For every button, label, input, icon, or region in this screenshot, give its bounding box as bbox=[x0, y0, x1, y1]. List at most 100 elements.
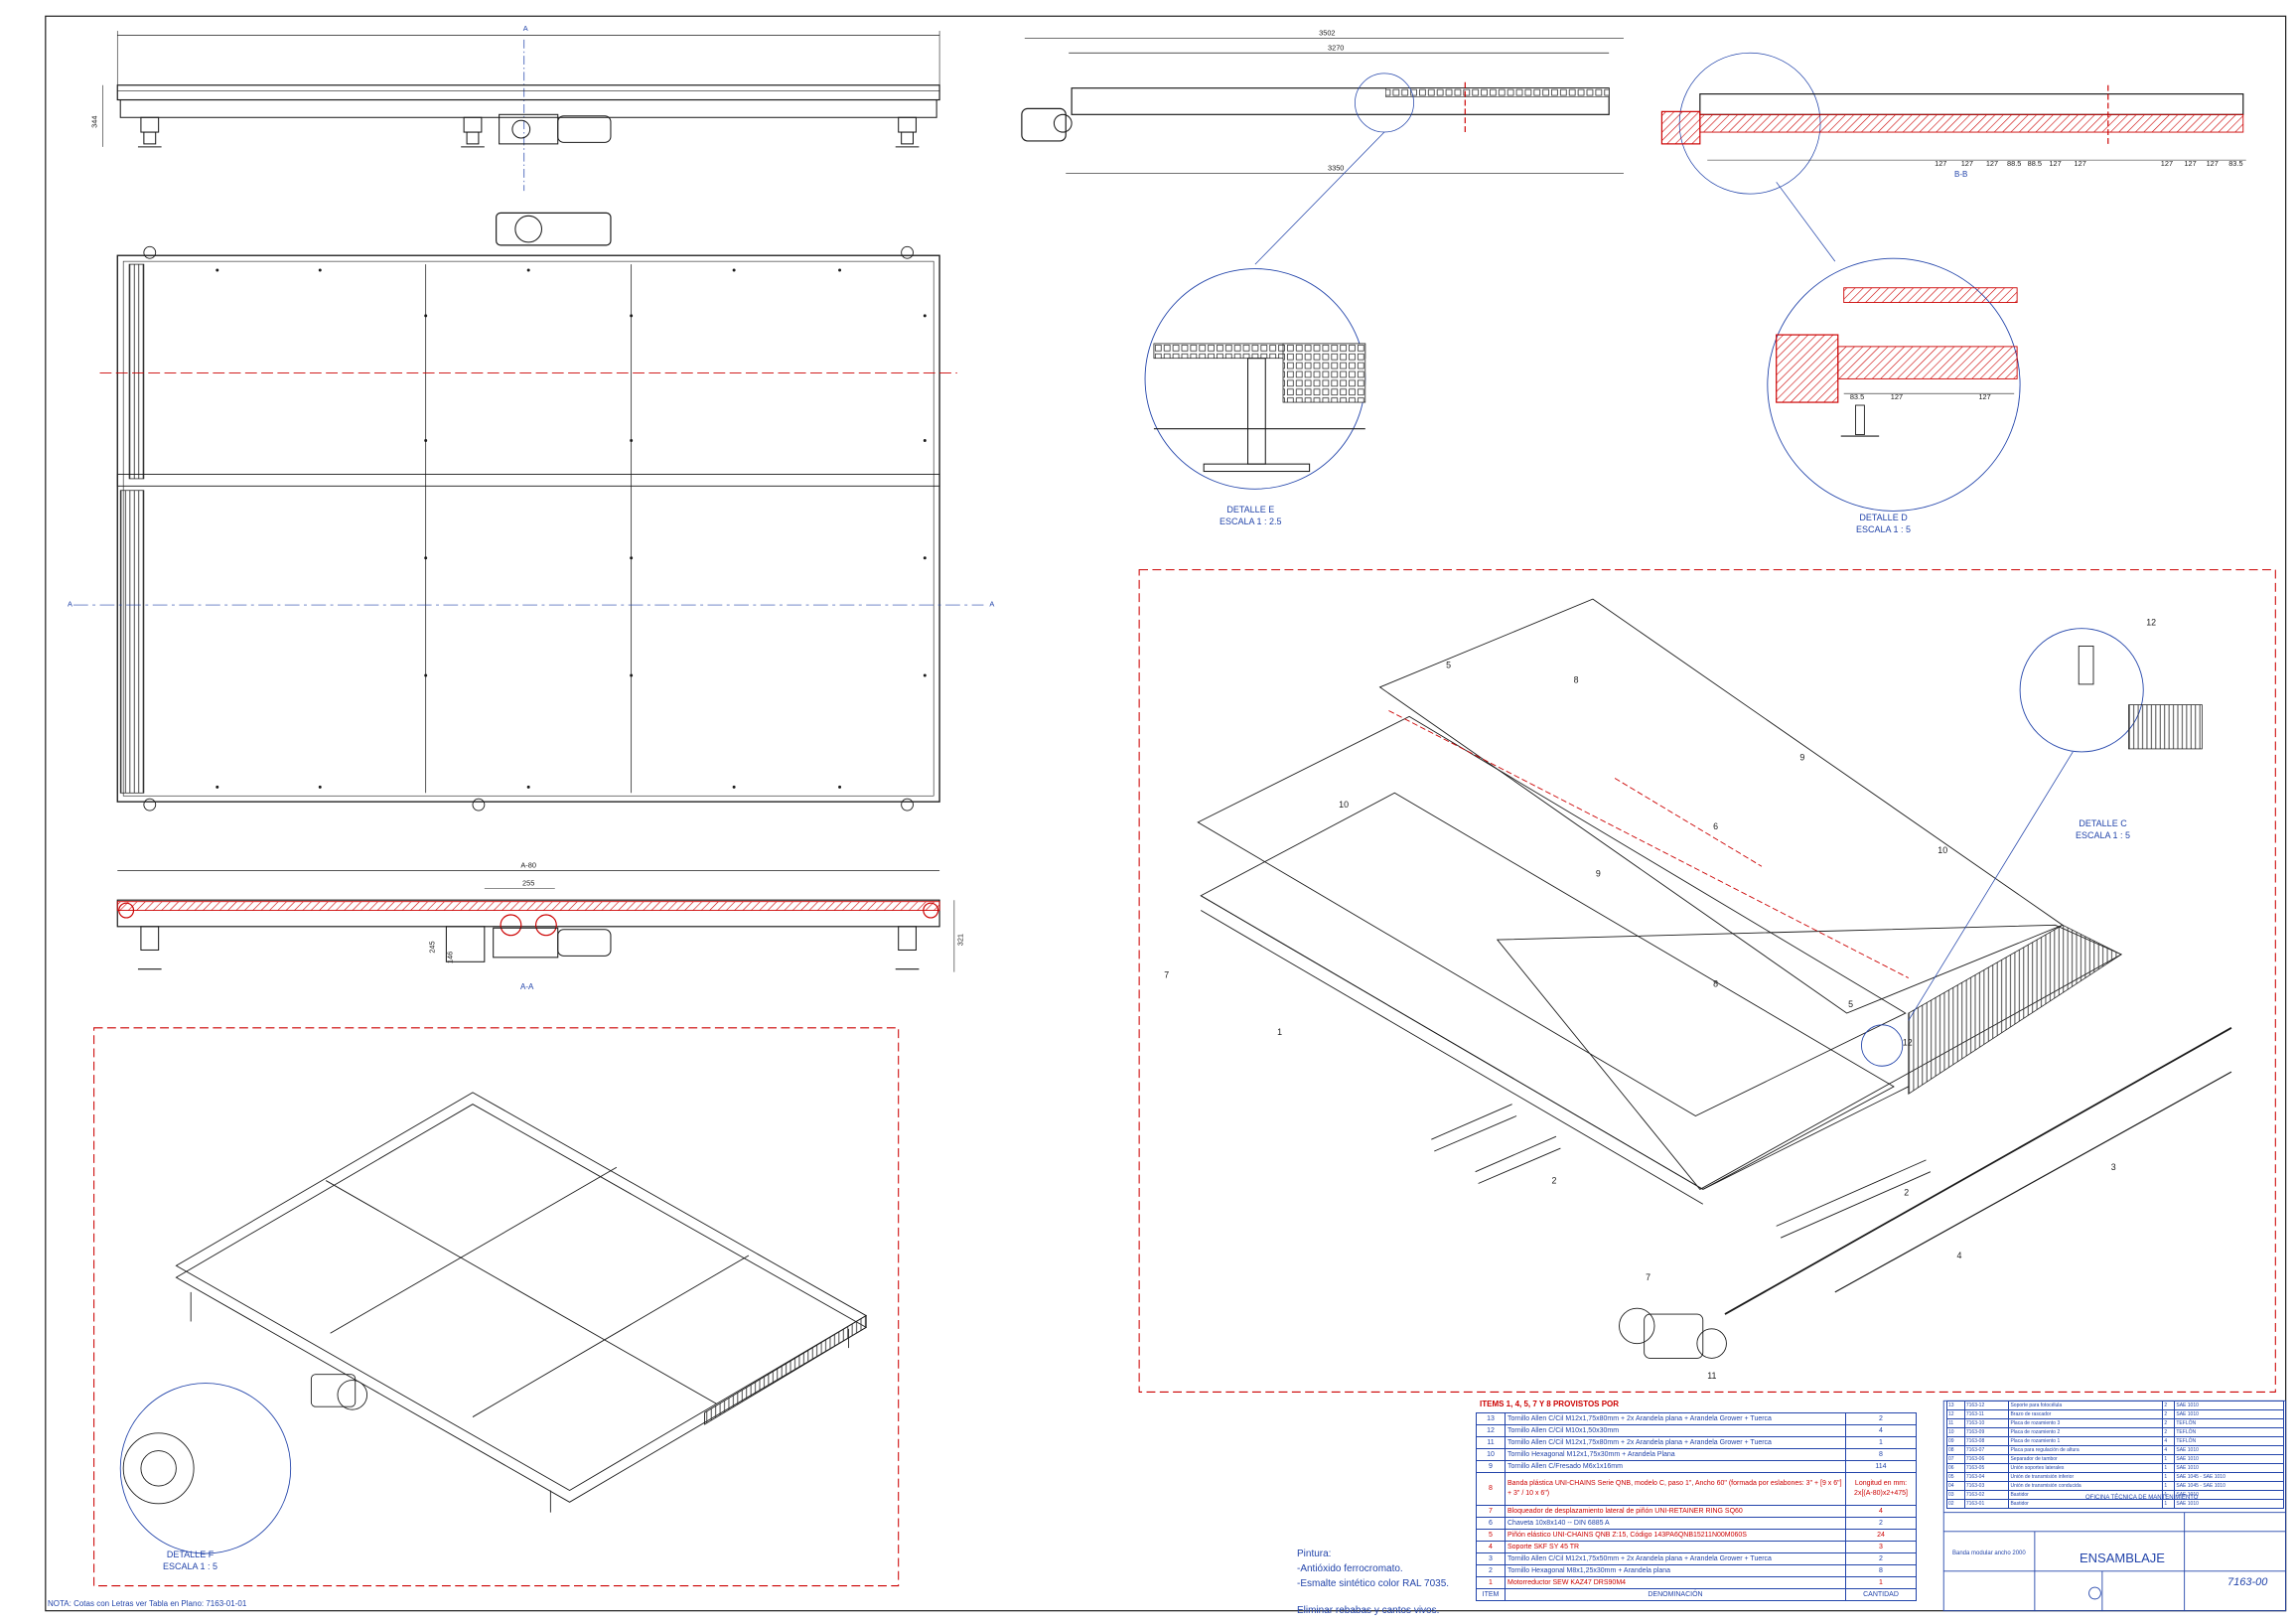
bom-cell-desc: Tornillo Allen C/Cil M10x1,50x30mm bbox=[1505, 1424, 1846, 1437]
balloon-6: 6 bbox=[1713, 821, 1718, 831]
bom-cell-desc: Soporte SKF SY 45 TR bbox=[1505, 1541, 1846, 1553]
parts-cell: SAE 1010 bbox=[2174, 1499, 2284, 1509]
parts-cell: 1 bbox=[2162, 1481, 2176, 1491]
part-balloons: 1 2 2 3 4 5 5 6 7 7 8 8 9 9 10 10 11 12 … bbox=[1164, 618, 2156, 1381]
bom-cell-qty: Longitud en mm: 2x[(A-80)x2+475] bbox=[1845, 1472, 1917, 1506]
parts-cell: 2 bbox=[2162, 1409, 2176, 1419]
bom-cell-qty: 8 bbox=[1845, 1564, 1917, 1577]
bom-cell-qty: 2 bbox=[1845, 1412, 1917, 1425]
parts-cell: Unión de transmisión conducida bbox=[2008, 1481, 2164, 1491]
title-description: Banda modular ancho 2000 bbox=[1952, 1550, 2026, 1556]
drawing-title: ENSAMBLAJE bbox=[2080, 1550, 2165, 1565]
bom-cell-desc: Tornillo Allen C/Fresado M6x1x16mm bbox=[1505, 1460, 1846, 1473]
dim-3270: 3270 bbox=[1328, 43, 1344, 52]
parts-cell: 4 bbox=[2162, 1445, 2176, 1455]
parts-cell: SAE 1010 bbox=[2174, 1463, 2284, 1473]
bom-cell-qty: 1 bbox=[1845, 1576, 1917, 1589]
bom-cell-item: 9 bbox=[1476, 1460, 1506, 1473]
title-office: OFICINA TÉCNICA DE MANTENIMIENTO bbox=[2085, 1495, 2199, 1501]
parts-cell: 7163-05 bbox=[1963, 1463, 2010, 1473]
parts-cell: 7163-06 bbox=[1963, 1454, 2010, 1464]
parts-cell: 08 bbox=[1946, 1445, 1965, 1455]
bom-cell-desc: Motorreductor SEW KAZ47 DRS90M4 bbox=[1505, 1576, 1846, 1589]
bom-cell-item: 7 bbox=[1476, 1505, 1506, 1518]
balloon-5a: 5 bbox=[1446, 661, 1451, 670]
parts-cell: 7163-12 bbox=[1963, 1401, 2010, 1410]
bom-cell-desc: Tornillo Hexagonal M12x1,75x30mm + Arand… bbox=[1505, 1448, 1846, 1461]
balloon-12b: 12 bbox=[1903, 1038, 1913, 1048]
parts-cell: 7163-08 bbox=[1963, 1436, 2010, 1446]
section-letter-a-left: A bbox=[68, 600, 72, 609]
parts-cell: 7163-04 bbox=[1963, 1472, 2010, 1482]
parts-cell: 07 bbox=[1946, 1454, 1965, 1464]
exploded-dash-lines bbox=[1388, 710, 1909, 978]
parts-cell: Placa de rozamiento 1 bbox=[2008, 1436, 2164, 1446]
bom-cell-desc: Tornillo Allen C/Cil M12x1,75x50mm + 2x … bbox=[1505, 1552, 1846, 1565]
balloon-10a: 10 bbox=[1339, 800, 1349, 810]
parts-cell: TEFLÓN bbox=[2174, 1436, 2284, 1446]
parts-cell: 03 bbox=[1946, 1490, 1965, 1500]
dim-255: 255 bbox=[522, 878, 534, 887]
parts-cell: 7163-10 bbox=[1963, 1418, 2010, 1428]
parts-cell: SAE 1045 - SAE 1010 bbox=[2174, 1481, 2284, 1491]
bb-dim-1: 127 bbox=[1961, 159, 1973, 168]
bom-cell-item: 13 bbox=[1476, 1412, 1506, 1425]
balloon-8b: 8 bbox=[1713, 978, 1718, 988]
parts-cell: 02 bbox=[1946, 1499, 1965, 1509]
bom-cell-item: 2 bbox=[1476, 1564, 1506, 1577]
section-bb-view: 127 127 127 88.5 88.5 127 127 127 127 12… bbox=[1660, 52, 2246, 195]
balloon-3: 3 bbox=[2111, 1162, 2116, 1172]
parts-cell: Brazo de rascador bbox=[2008, 1409, 2164, 1419]
bom-cell-desc: Bloqueador de desplazamiento lateral de … bbox=[1505, 1505, 1846, 1518]
parts-cell: 4 bbox=[2162, 1436, 2176, 1446]
parts-cell: 7163-09 bbox=[1963, 1427, 2010, 1437]
parts-cell: 7163-02 bbox=[1963, 1490, 2010, 1500]
detail-d-label: DETALLE D ESCALA 1 : 5 bbox=[1856, 512, 1911, 535]
dim-a-80: A-80 bbox=[520, 861, 536, 870]
bom-cell-item: 5 bbox=[1476, 1529, 1506, 1542]
bom-footer-qty: CANTIDAD bbox=[1845, 1588, 1917, 1601]
detail-e-scale: ESCALA 1 : 2.5 bbox=[1220, 517, 1282, 526]
bom-cell-item: 3 bbox=[1476, 1552, 1506, 1565]
detail-e-view bbox=[1144, 131, 1385, 490]
detail-e-label: DETALLE E ESCALA 1 : 2.5 bbox=[1220, 504, 1282, 527]
balloon-2a: 2 bbox=[1552, 1176, 1557, 1186]
exploded-view-frame bbox=[1138, 569, 2276, 1393]
bom-cell-desc: Tornillo Allen C/Cil M12x1,75x80mm + 2x … bbox=[1505, 1412, 1846, 1425]
balloon-11: 11 bbox=[1707, 1371, 1716, 1381]
bom-cell-qty: 4 bbox=[1845, 1505, 1917, 1518]
detail-d-view: 83.5 127 127 bbox=[1767, 182, 2021, 512]
exploded-isometric-view bbox=[1197, 598, 2232, 1359]
bom-cell-desc: Piñón elástico UNI-CHAINS QNB Z:15, Códi… bbox=[1505, 1529, 1846, 1542]
balloon-4: 4 bbox=[1957, 1251, 1962, 1260]
bb-dim-2: 127 bbox=[1986, 159, 1998, 168]
parts-cell: 7163-03 bbox=[1963, 1481, 2010, 1491]
parts-cell: Unión de transmisión inferior bbox=[2008, 1472, 2164, 1482]
bom-cell-item: 8 bbox=[1476, 1472, 1506, 1506]
plan-view: A A bbox=[68, 212, 994, 812]
bom-cell-item: 10 bbox=[1476, 1448, 1506, 1461]
bom-header: ITEMS 1, 4, 5, 7 Y 8 PROVISTOS POR bbox=[1480, 1400, 1620, 1408]
bom-cell-qty: 1 bbox=[1845, 1436, 1917, 1449]
parts-cell: TEFLÓN bbox=[2174, 1427, 2284, 1437]
bb-dim-0: 127 bbox=[1935, 159, 1946, 168]
detail-c-label: DETALLE C ESCALA 1 : 5 bbox=[2076, 817, 2130, 841]
bom-cell-item: 12 bbox=[1476, 1424, 1506, 1437]
bb-dim-8: 127 bbox=[2184, 159, 2196, 168]
bb-dim-6: 127 bbox=[2075, 159, 2086, 168]
height-dim-344: 344 bbox=[90, 116, 99, 128]
side-elevation-view: 3502 3270 3350 bbox=[1021, 28, 1624, 174]
isometric-overview bbox=[119, 1092, 868, 1554]
dim-321: 321 bbox=[956, 934, 965, 946]
